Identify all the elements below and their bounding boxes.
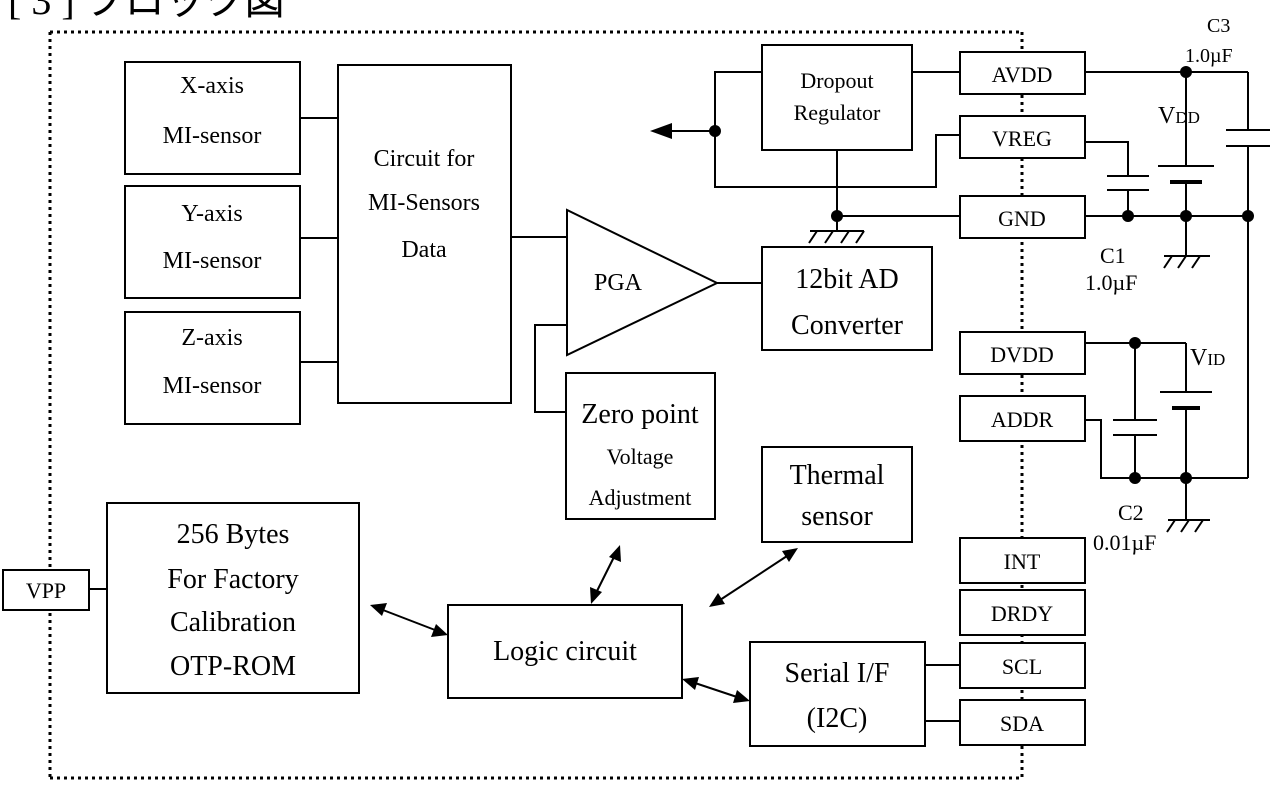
y-sensor-line-1: Y-axis bbox=[181, 201, 242, 227]
pin-scl: SCL bbox=[959, 642, 1086, 689]
pin-sda-label: SDA bbox=[1000, 711, 1044, 736]
pin-addr: ADDR bbox=[959, 395, 1086, 442]
mi-sensor-circuit-block: Circuit for MI-Sensors Data bbox=[337, 64, 512, 404]
zero-point-line-1: Zero point bbox=[581, 399, 699, 430]
external-digital-supply bbox=[1085, 337, 1248, 533]
otp-line-3: Calibration bbox=[170, 607, 296, 638]
otp-line-2: For Factory bbox=[167, 564, 298, 595]
logic-circuit-block: Logic circuit bbox=[447, 604, 683, 699]
pin-dvdd: DVDD bbox=[959, 331, 1086, 375]
pin-vpp: VPP bbox=[2, 569, 107, 611]
dropout-regulator-block: Dropout Regulator bbox=[761, 44, 913, 151]
pin-addr-label: ADDR bbox=[991, 407, 1054, 432]
zero-point-adjustment-block: Zero point Voltage Adjustment bbox=[565, 372, 716, 520]
pin-vreg-label: VREG bbox=[992, 126, 1052, 151]
pin-gnd: GND bbox=[959, 195, 1086, 239]
zero-point-line-2: Voltage bbox=[607, 444, 674, 469]
sensor-wires bbox=[300, 117, 338, 363]
logic-label: Logic circuit bbox=[493, 636, 637, 667]
pin-avdd-label: AVDD bbox=[992, 62, 1053, 87]
pin-gnd-label: GND bbox=[998, 206, 1046, 231]
c3-value: 1.0µF bbox=[1185, 45, 1233, 67]
pin-int-label: INT bbox=[1004, 549, 1041, 574]
serial-interface-block: Serial I/F (I2C) bbox=[749, 641, 926, 747]
otp-rom-block: 256 Bytes For Factory Calibration OTP-RO… bbox=[106, 502, 360, 694]
zero-point-line-3: Adjustment bbox=[589, 485, 692, 510]
vid-label: VID bbox=[1190, 345, 1225, 371]
z-sensor-line-2: MI-sensor bbox=[163, 373, 262, 399]
pin-dvdd-label: DVDD bbox=[990, 342, 1054, 367]
pin-vreg: VREG bbox=[959, 115, 1086, 159]
circuit-line-3: Data bbox=[401, 237, 447, 263]
regulator-line-1: Dropout bbox=[800, 68, 873, 93]
serial-line-2: (I2C) bbox=[807, 703, 868, 734]
y-sensor-line-2: MI-sensor bbox=[163, 248, 262, 274]
x-sensor-line-2: MI-sensor bbox=[163, 123, 262, 149]
x-sensor-line-1: X-axis bbox=[180, 73, 244, 99]
thermal-line-1: Thermal bbox=[790, 460, 885, 491]
otp-line-1: 256 Bytes bbox=[177, 519, 290, 550]
pin-int: INT bbox=[959, 537, 1086, 584]
c3-name: C3 bbox=[1207, 15, 1230, 37]
c1-name: C1 bbox=[1100, 243, 1126, 268]
external-analog-supply bbox=[1085, 66, 1270, 478]
pin-sda: SDA bbox=[959, 699, 1086, 746]
x-axis-mi-sensor-block: X-axis MI-sensor bbox=[124, 61, 301, 175]
vdd-label: VDD bbox=[1158, 103, 1200, 129]
thermal-sensor-block: Thermal sensor bbox=[761, 446, 913, 543]
serial-pin-wires bbox=[925, 664, 960, 722]
circuit-line-1: Circuit for bbox=[374, 146, 475, 172]
pin-vpp-label: VPP bbox=[26, 578, 66, 603]
c1-value: 1.0µF bbox=[1085, 270, 1137, 295]
c2-value: 0.01µF bbox=[1093, 530, 1156, 555]
z-axis-mi-sensor-block: Z-axis MI-sensor bbox=[124, 311, 301, 425]
pin-drdy: DRDY bbox=[959, 589, 1086, 636]
serial-line-1: Serial I/F bbox=[785, 658, 890, 689]
z-sensor-line-1: Z-axis bbox=[181, 325, 242, 351]
thermal-line-2: sensor bbox=[801, 501, 873, 532]
otp-line-4: OTP-ROM bbox=[170, 651, 296, 682]
circuit-line-2: MI-Sensors bbox=[368, 190, 480, 216]
pga-label: PGA bbox=[594, 270, 643, 296]
c2-name: C2 bbox=[1118, 500, 1144, 525]
y-axis-mi-sensor-block: Y-axis MI-sensor bbox=[124, 185, 301, 299]
pin-avdd: AVDD bbox=[959, 51, 1086, 95]
ad-converter-block: 12bit AD Converter bbox=[761, 246, 933, 351]
pin-scl-label: SCL bbox=[1002, 654, 1042, 679]
page-title: [ 3 ] ブロック図 bbox=[8, 0, 285, 23]
arrows bbox=[370, 545, 798, 703]
regulator-line-2: Regulator bbox=[794, 100, 881, 125]
pga-amplifier: PGA bbox=[511, 208, 762, 413]
pin-drdy-label: DRDY bbox=[991, 601, 1053, 626]
adc-line-2: Converter bbox=[791, 310, 904, 341]
regulator-wiring bbox=[650, 71, 960, 244]
adc-line-1: 12bit AD bbox=[795, 264, 898, 295]
